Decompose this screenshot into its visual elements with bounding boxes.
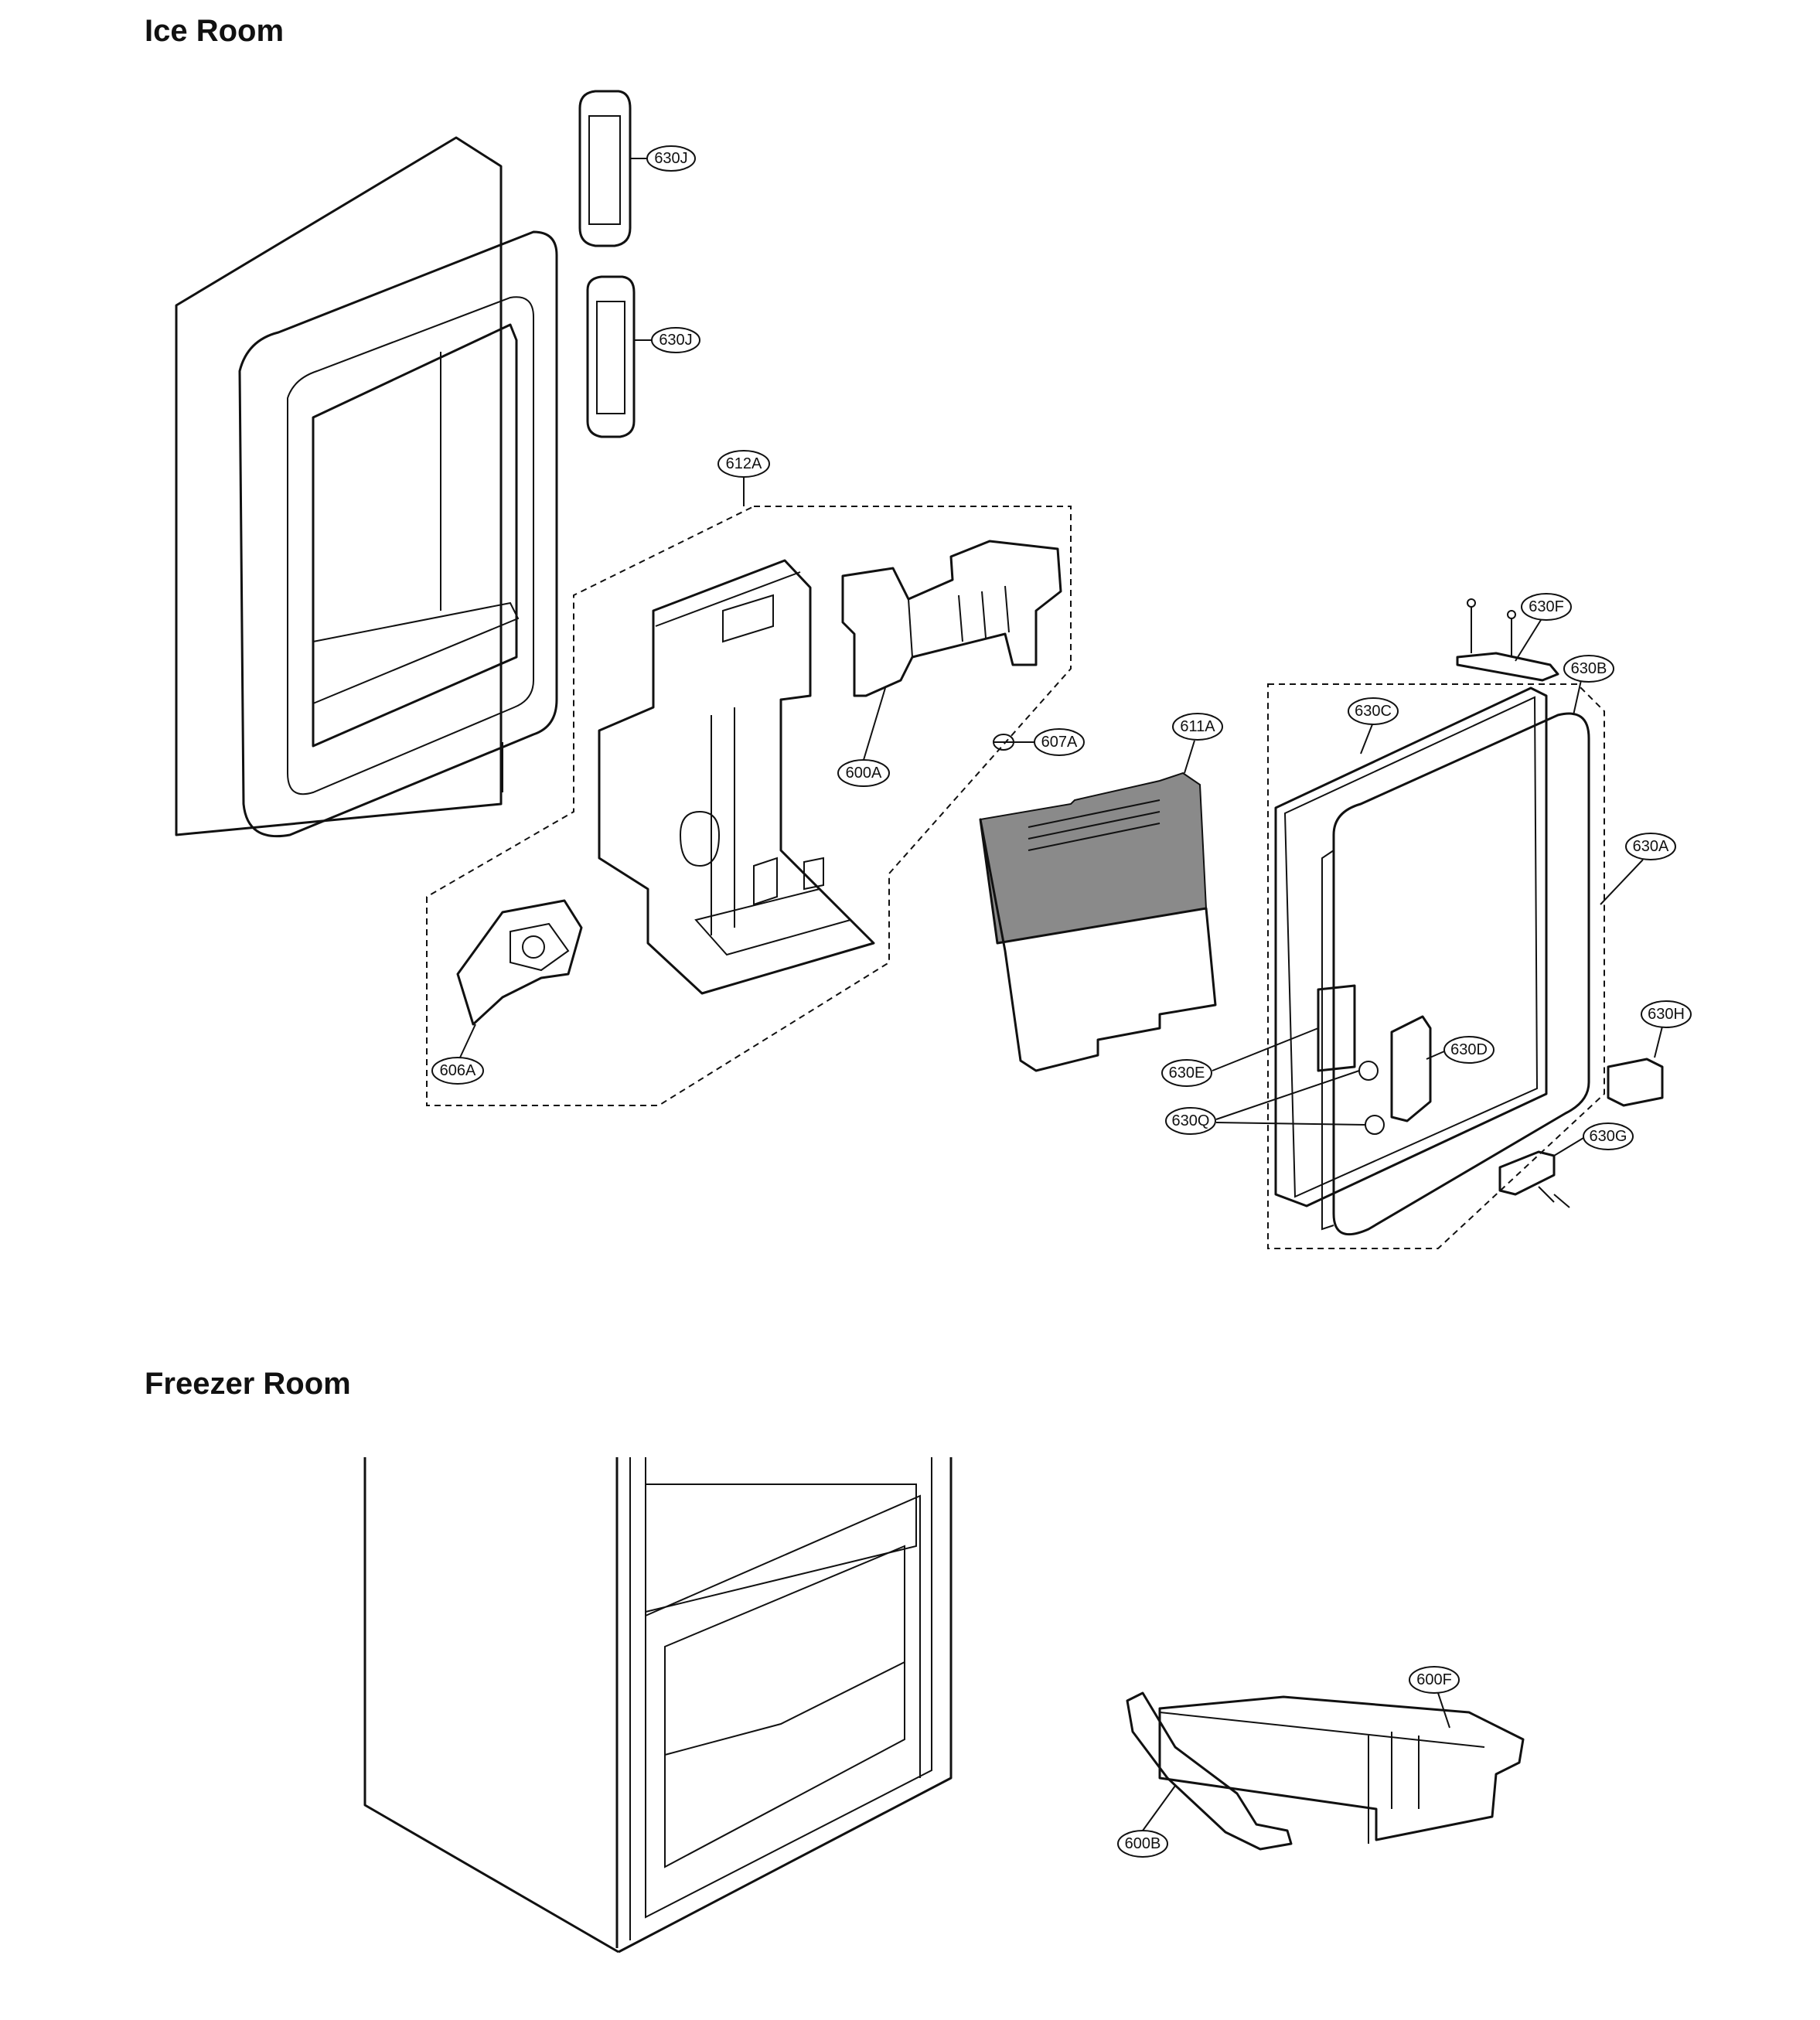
- part-600f-ice-bin: [1158, 1695, 1525, 1844]
- part-630f-top-hinge: [1456, 598, 1559, 682]
- callout-630j-upper: 630J: [630, 145, 696, 172]
- callout-630d: 630D: [1426, 1036, 1495, 1064]
- callout-630e: 630E: [1161, 1027, 1319, 1087]
- callout-607a: 607A: [1014, 728, 1085, 756]
- ice-room-door: [175, 136, 558, 838]
- svg-text:630E: 630E: [1169, 1065, 1205, 1082]
- callout-630h: 630H: [1641, 1000, 1692, 1058]
- svg-text:630H: 630H: [1648, 1006, 1685, 1023]
- callout-630b: 630B: [1563, 655, 1614, 716]
- callout-630j-lower: 630J: [634, 327, 700, 353]
- svg-text:611A: 611A: [1180, 718, 1215, 735]
- callout-611a: 611A: [1172, 713, 1223, 774]
- callout-630g: 630G: [1553, 1122, 1634, 1156]
- dispenser-housing: [598, 559, 875, 995]
- part-630c-gasket: [1274, 686, 1548, 1208]
- ice-room-title: Ice Room: [145, 14, 285, 48]
- callout-600f: 600F: [1409, 1666, 1460, 1729]
- callout-600a: 600A: [837, 687, 890, 787]
- svg-text:630B: 630B: [1571, 660, 1607, 677]
- assembly-boundary-612a: [426, 506, 1072, 1106]
- svg-text:630J: 630J: [659, 332, 692, 349]
- callout-630c: 630C: [1348, 697, 1399, 755]
- callout-630f: 630F: [1515, 593, 1572, 662]
- part-630d-handle: [1358, 1015, 1432, 1135]
- svg-text:630C: 630C: [1355, 703, 1392, 720]
- part-606a-bracket: [456, 899, 583, 1026]
- part-600a-ice-maker: [841, 540, 1062, 697]
- callout-630a: 630A: [1600, 833, 1676, 905]
- freezer-cabinet: [363, 1457, 953, 1954]
- svg-text:630J: 630J: [654, 150, 687, 167]
- part-600b-arm: [1126, 1691, 1293, 1851]
- svg-text:606A: 606A: [440, 1062, 476, 1079]
- part-630j-lower: [586, 275, 636, 438]
- callout-600b: 600B: [1117, 1785, 1176, 1858]
- callout-606a: 606A: [431, 1024, 484, 1085]
- part-630b-door: [1321, 712, 1590, 1236]
- svg-text:630F: 630F: [1529, 598, 1564, 615]
- svg-text:607A: 607A: [1041, 734, 1078, 751]
- svg-text:630D: 630D: [1450, 1041, 1488, 1058]
- svg-text:630A: 630A: [1633, 838, 1669, 855]
- svg-text:600A: 600A: [846, 765, 882, 782]
- part-607a-screw: [993, 734, 1014, 751]
- assembly-boundary-630a: [1267, 683, 1605, 1249]
- svg-text:630Q: 630Q: [1172, 1112, 1210, 1129]
- part-630j-upper: [578, 90, 632, 247]
- svg-text:612A: 612A: [726, 455, 762, 472]
- svg-text:600F: 600F: [1416, 1671, 1452, 1688]
- part-630e-hinge-plate: [1317, 984, 1356, 1072]
- svg-text:600B: 600B: [1125, 1835, 1161, 1852]
- part-630g-bottom-hinge: [1498, 1150, 1570, 1208]
- part-630h-cap: [1607, 1058, 1664, 1107]
- svg-text:630G: 630G: [1590, 1128, 1627, 1145]
- callout-630q: 630Q: [1165, 1070, 1366, 1135]
- freezer-room-title: Freezer Room: [145, 1367, 351, 1401]
- part-611a-cover: [979, 772, 1217, 1072]
- callout-612a: 612A: [717, 450, 770, 506]
